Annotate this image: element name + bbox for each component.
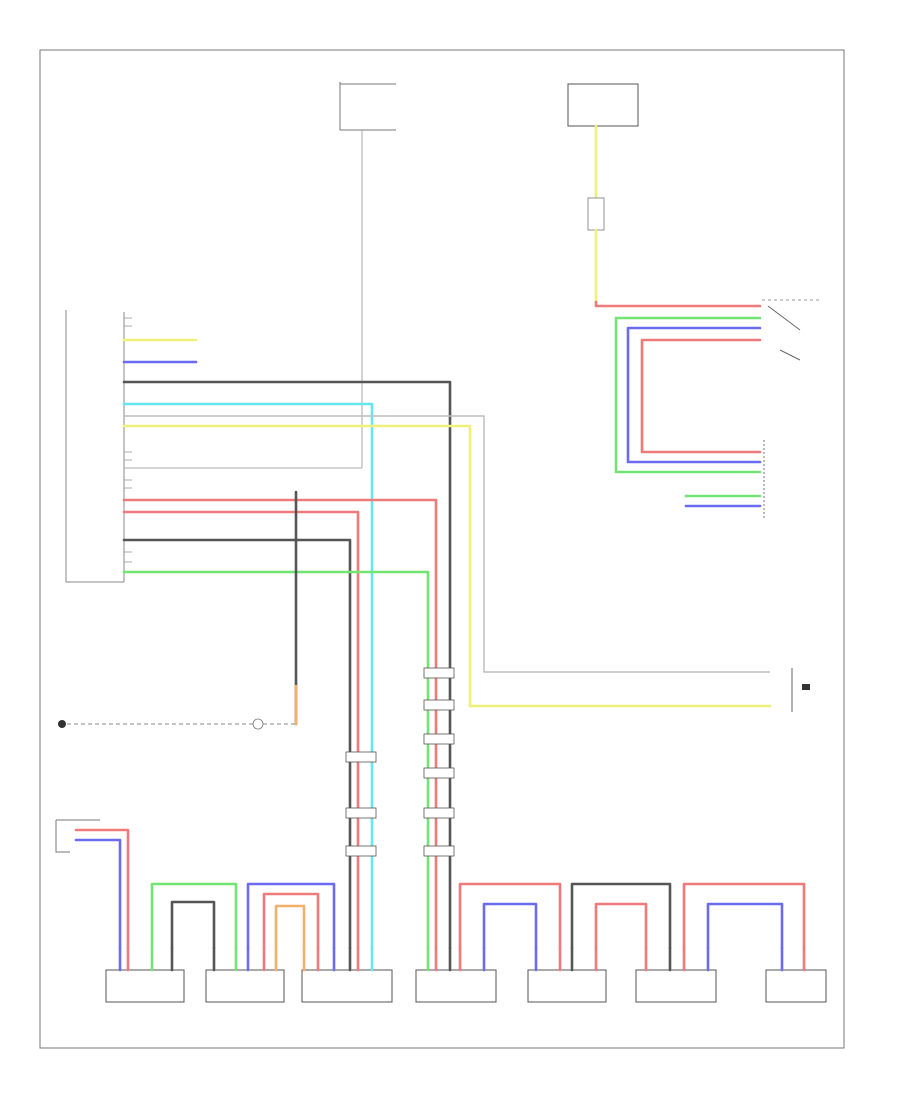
sensor-5 (527, 969, 607, 1003)
loop-s2-orange (274, 904, 306, 950)
sensor-4 (415, 969, 497, 1003)
loop-s6-red (682, 882, 806, 950)
loop-s5-red (594, 902, 648, 950)
wire-lsb-blue (74, 838, 122, 950)
switch-top-right (762, 299, 820, 361)
loop-s2-blue (246, 882, 336, 950)
sensor-3 (301, 969, 393, 1003)
wire-cu-red-1 (122, 498, 438, 950)
wire-cu-cyan (122, 402, 374, 950)
wire-cu-black-long (122, 380, 452, 950)
loop-s2-red (262, 892, 320, 950)
wire-cu-yellow-buzzer (122, 424, 772, 708)
relay-top (339, 82, 396, 131)
sensor-7 (765, 969, 827, 1003)
control-unit-pins (124, 317, 132, 563)
control-unit (65, 310, 125, 583)
diagram-border (39, 49, 845, 1049)
fuse-box-top-right (567, 83, 639, 127)
buzzer-right (791, 668, 810, 712)
left-sensor-bracket (55, 819, 100, 853)
loop-s1-green (150, 882, 238, 950)
wire-cu-green (122, 570, 430, 950)
fuse-symbol (587, 197, 605, 231)
wire-loop-red (640, 338, 762, 454)
wire-loop-blue (626, 326, 762, 464)
wire-cu-red-2 (122, 510, 360, 950)
wire-loop-green (614, 316, 762, 474)
loop-s4-blue (482, 902, 538, 950)
sensor-2 (205, 969, 285, 1003)
sensor-1 (105, 969, 185, 1003)
wire-lsb-red (74, 828, 130, 950)
loop-s5-black (570, 882, 672, 950)
wire-cu-gray-buzzer (124, 415, 770, 673)
wire-fuse-red (594, 300, 762, 308)
left-connector (58, 718, 264, 730)
loop-s4-red (458, 882, 562, 950)
loop-s1-black (170, 900, 216, 950)
sensor-6 (635, 969, 717, 1003)
sensor-drop-wires (118, 946, 806, 972)
loop-s6-blue (706, 902, 784, 950)
bundle-connector-marks (345, 667, 455, 857)
